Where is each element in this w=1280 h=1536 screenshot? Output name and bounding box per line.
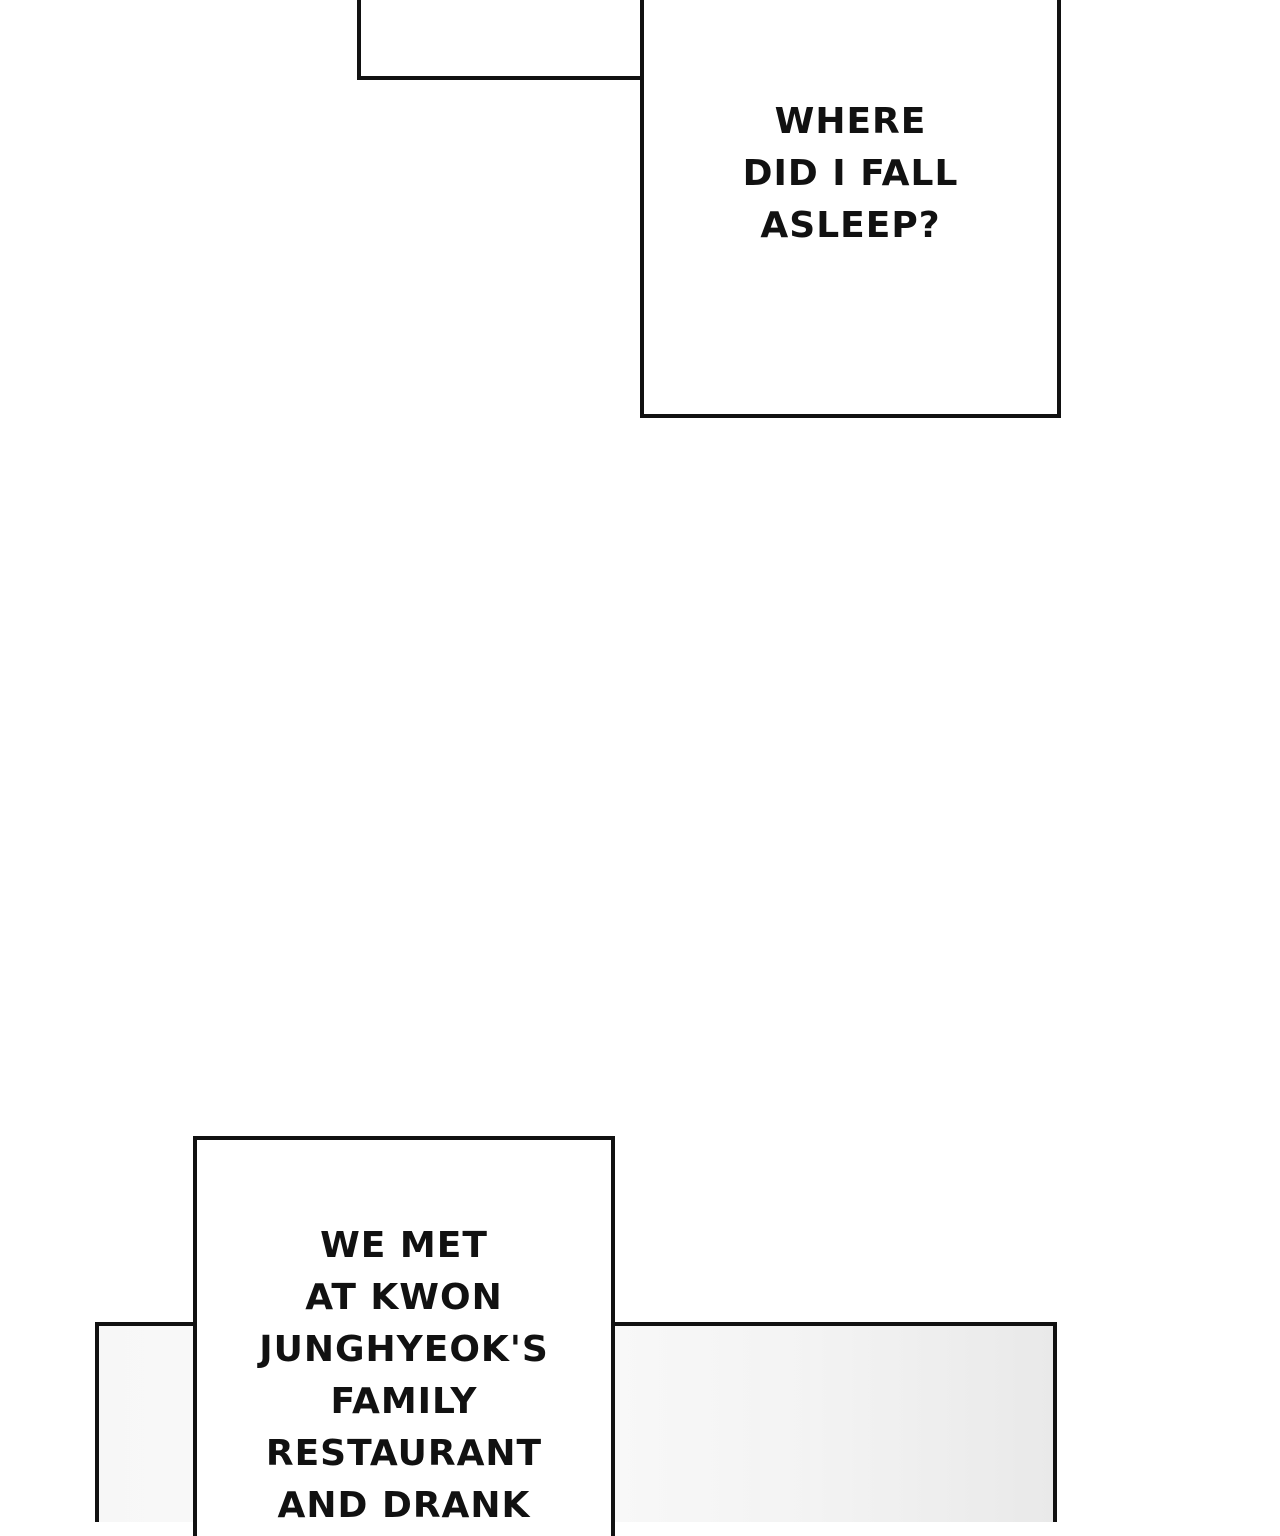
caption-text-top: WHERE DID I FALL ASLEEP? xyxy=(742,101,959,246)
caption-box-top: WHERE DID I FALL ASLEEP? xyxy=(640,0,1061,418)
caption-text-bottom: WE MET AT KWON JUNGHYEOK'S FAMILY RESTAU… xyxy=(259,1225,549,1526)
comic-panel-top-left xyxy=(357,0,643,80)
caption-box-bottom: WE MET AT KWON JUNGHYEOK'S FAMILY RESTAU… xyxy=(193,1136,615,1536)
